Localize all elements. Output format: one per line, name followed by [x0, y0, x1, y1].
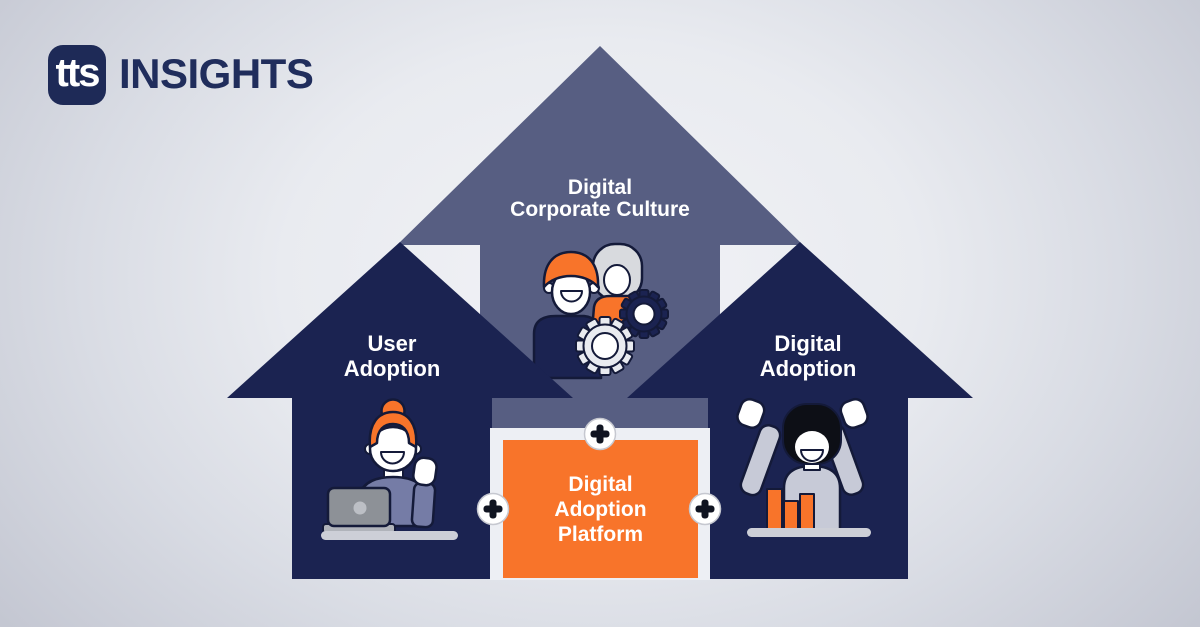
woman-face [603, 264, 631, 296]
platform-label-line1: Digital [568, 472, 633, 496]
smile [800, 449, 824, 462]
brand-wordmark: INSIGHTS [119, 50, 314, 97]
hair [368, 410, 418, 449]
raised-arm-sleeve [410, 481, 437, 529]
plus-icon-right [688, 492, 722, 526]
tts-logo: tts [48, 45, 106, 105]
center-arrow-label-line1: Digital [567, 176, 633, 199]
plus-icon-left [476, 492, 510, 526]
fist-left [736, 397, 766, 429]
platform-label-line2: Adoption [554, 497, 647, 521]
face [368, 425, 418, 473]
gear-navy-icon [619, 289, 669, 339]
gear-light-icon [575, 316, 635, 376]
laptop-logo-dot [353, 501, 367, 515]
platform-box [503, 440, 698, 578]
left-arrow-label: User Adoption [292, 331, 492, 381]
desk [321, 531, 458, 540]
plus-icon-top [583, 417, 617, 451]
man-smile [560, 290, 583, 303]
center-arrow-label-line2: Corporate Culture [510, 198, 690, 221]
platform-label: Digital Adoption Platform [503, 440, 698, 578]
platform-label-line3: Platform [557, 522, 644, 546]
fist-right [839, 397, 869, 429]
raised-fist [412, 456, 438, 487]
team-gears-illustration [532, 242, 669, 380]
shelf [747, 528, 871, 537]
man-hair [542, 250, 600, 289]
center-arrow-label: Digital Corporate Culture [400, 177, 800, 221]
smile [380, 451, 405, 465]
tts-logo-text: tts [55, 51, 101, 95]
bar-chart-icon [766, 488, 815, 533]
left-arrow-label-line2: Adoption [343, 356, 441, 381]
right-arrow-label-line1: Digital [774, 331, 842, 356]
celebration-illustration [736, 397, 871, 537]
left-arrow-label-line1: User [367, 331, 417, 356]
right-arrow-label-line2: Adoption [759, 356, 857, 381]
right-arrow-label: Digital Adoption [708, 331, 908, 381]
arm-left [739, 424, 782, 497]
laptop-user-illustration [321, 398, 458, 540]
